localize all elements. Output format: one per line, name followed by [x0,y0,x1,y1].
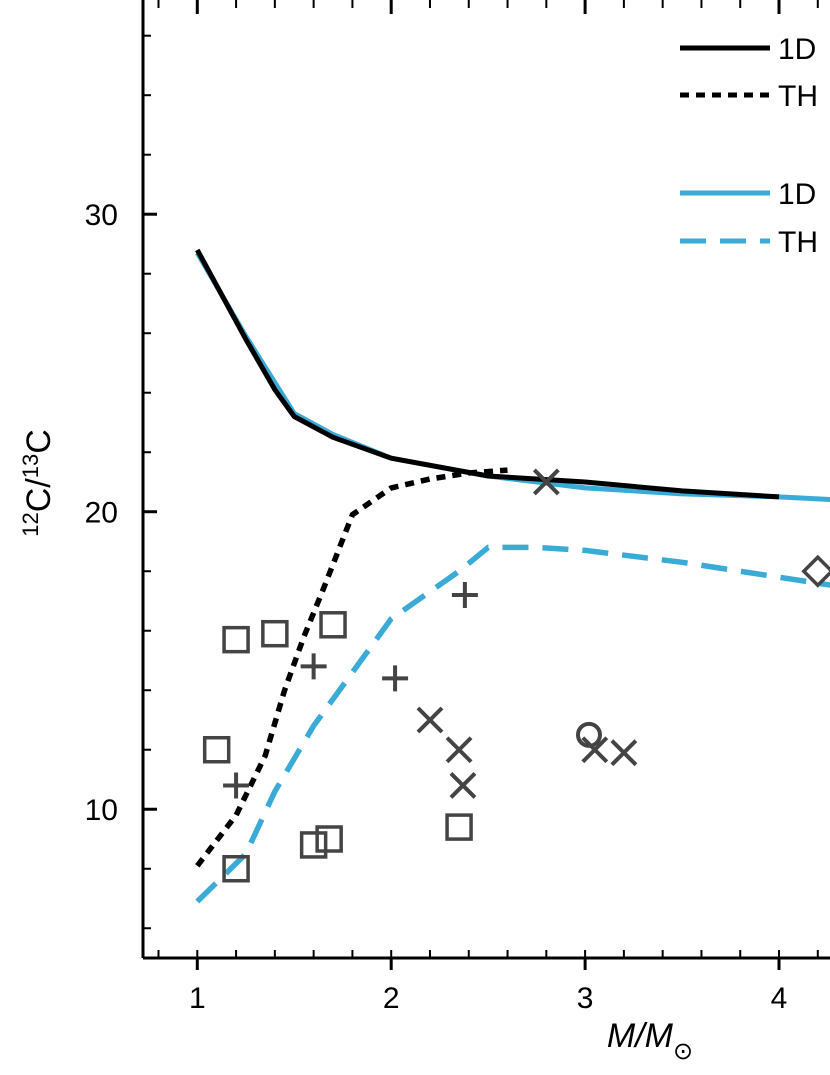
circle-marker [575,721,602,748]
square-marker [202,735,231,764]
cross-marker [532,468,560,496]
square-marker [299,831,328,859]
plus-marker [451,582,478,609]
legend: 1D TH 1D TH [680,33,818,259]
model-curve-2 [195,248,780,500]
legend-label-3: 1D [778,178,816,211]
y-axis-label-c: C/ [20,478,58,513]
model-curve-4 [195,544,830,904]
x-tick-label: 3 [577,982,594,1015]
y-tick-label: 10 [85,794,118,827]
cross-marker [610,739,638,767]
x-tick-label: 4 [771,982,788,1015]
legend-label-2: TH [778,80,818,113]
x-axis-label: M/M⊙ [607,1017,693,1065]
y-tick-label: 30 [85,199,118,232]
y-axis-label-sup-12: 12 [18,512,43,536]
cross-marker [416,706,444,734]
y-axis-label-c2: C [20,429,58,454]
y-tick-label: 20 [85,497,118,530]
square-marker [222,625,250,654]
cross-marker [581,736,609,764]
plus-marker [223,772,250,799]
y-axis-label-sup-13: 13 [18,454,43,478]
model-curve-3 [195,467,508,868]
square-marker [315,825,343,853]
plus-marker [300,653,327,680]
model-curve-1 [195,251,830,502]
square-marker [445,813,473,841]
series-layer [195,248,830,904]
square-marker [319,611,347,639]
x-axis-label-sun: ⊙ [673,1038,693,1065]
legend-label-1: 1D [778,33,816,66]
cross-marker [445,736,473,764]
square-marker [222,854,250,883]
x-axis-label-main: M/M [607,1017,674,1055]
x-tick-label: 1 [189,982,206,1015]
cross-marker [449,772,477,799]
observation-markers [202,468,830,883]
legend-label-4: TH [778,226,818,259]
square-marker [261,619,289,648]
axes: 1 2 3 4 10 20 30 [85,0,830,1015]
x-tick-label: 2 [383,982,400,1015]
y-axis-label: 12C/13C [18,429,59,537]
diamond-marker [801,554,830,588]
plus-marker [382,665,409,692]
